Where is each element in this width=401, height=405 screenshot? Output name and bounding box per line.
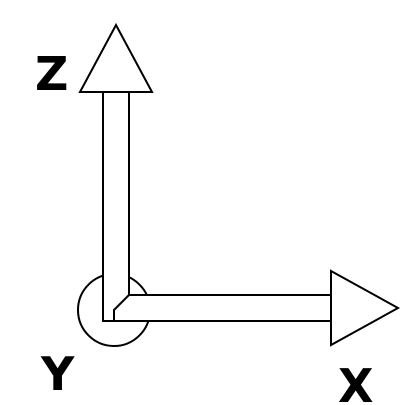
y-axis-label: Y [40, 347, 75, 401]
z-axis [78, 22, 154, 322]
z-axis-shaft [102, 91, 130, 322]
x-axis-label: X [338, 359, 373, 405]
z-axis-label: Z [35, 47, 68, 101]
z-axis-arrowhead [78, 22, 154, 93]
x-axis-arrowhead [330, 269, 401, 347]
x-axis [113, 269, 401, 347]
x-axis-shaft [113, 294, 332, 322]
